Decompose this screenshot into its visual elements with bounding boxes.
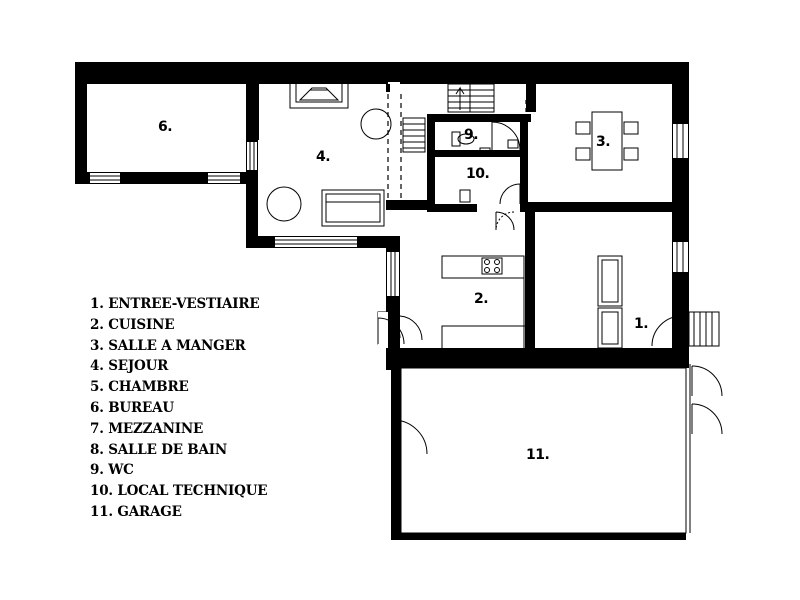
room-label-9: 9. (464, 127, 478, 143)
legend-item: 11. GARAGE (90, 503, 182, 520)
room-label-4: 4. (316, 149, 330, 165)
room-label-11: 11. (526, 447, 549, 463)
sofa-icon (321, 189, 385, 227)
legend-item: 1. ENTREE-VESTIAIRE (90, 296, 260, 312)
door-swing (491, 121, 521, 151)
staircase (402, 83, 720, 347)
room-labels: 6. 4. 9. 10. 3. 2. 1. 11. (158, 119, 649, 463)
fireplace-icon (289, 81, 349, 109)
legend-item: 3. SALLE A MANGER (90, 337, 246, 354)
room-label-10: 10. (466, 166, 489, 182)
toilet-icon (451, 131, 475, 147)
round-table-icon (266, 186, 302, 222)
room-label-2: 2. (474, 291, 488, 307)
room-label-6: 6. (158, 119, 172, 135)
legend-item: 10. LOCAL TECHNIQUE (90, 483, 268, 500)
dining-table-icon (575, 111, 639, 171)
room-legend: 1. ENTREE-VESTIAIRE 2. CUISINE 3. SALLE … (90, 294, 268, 523)
legend-item: 5. CHAMBRE (90, 379, 189, 396)
room-label-1: 1. (634, 316, 648, 332)
room-label-3: 3. (596, 134, 610, 150)
furniture (266, 81, 723, 534)
round-table-icon (360, 108, 392, 140)
windows (90, 82, 688, 296)
legend-item: 9. WC (90, 462, 134, 479)
legend-item: 6. BUREAU (90, 399, 174, 416)
legend-item: 4. SEJOUR (90, 358, 169, 375)
legend-item: 7. MEZZANINE (90, 420, 204, 437)
interior-walls (249, 80, 678, 352)
thin-lines (387, 94, 534, 352)
legend-item: 8. SALLE DE BAIN (90, 441, 228, 458)
legend-item: 2. CUISINE (90, 316, 175, 333)
kitchen-island-icon (441, 255, 525, 279)
